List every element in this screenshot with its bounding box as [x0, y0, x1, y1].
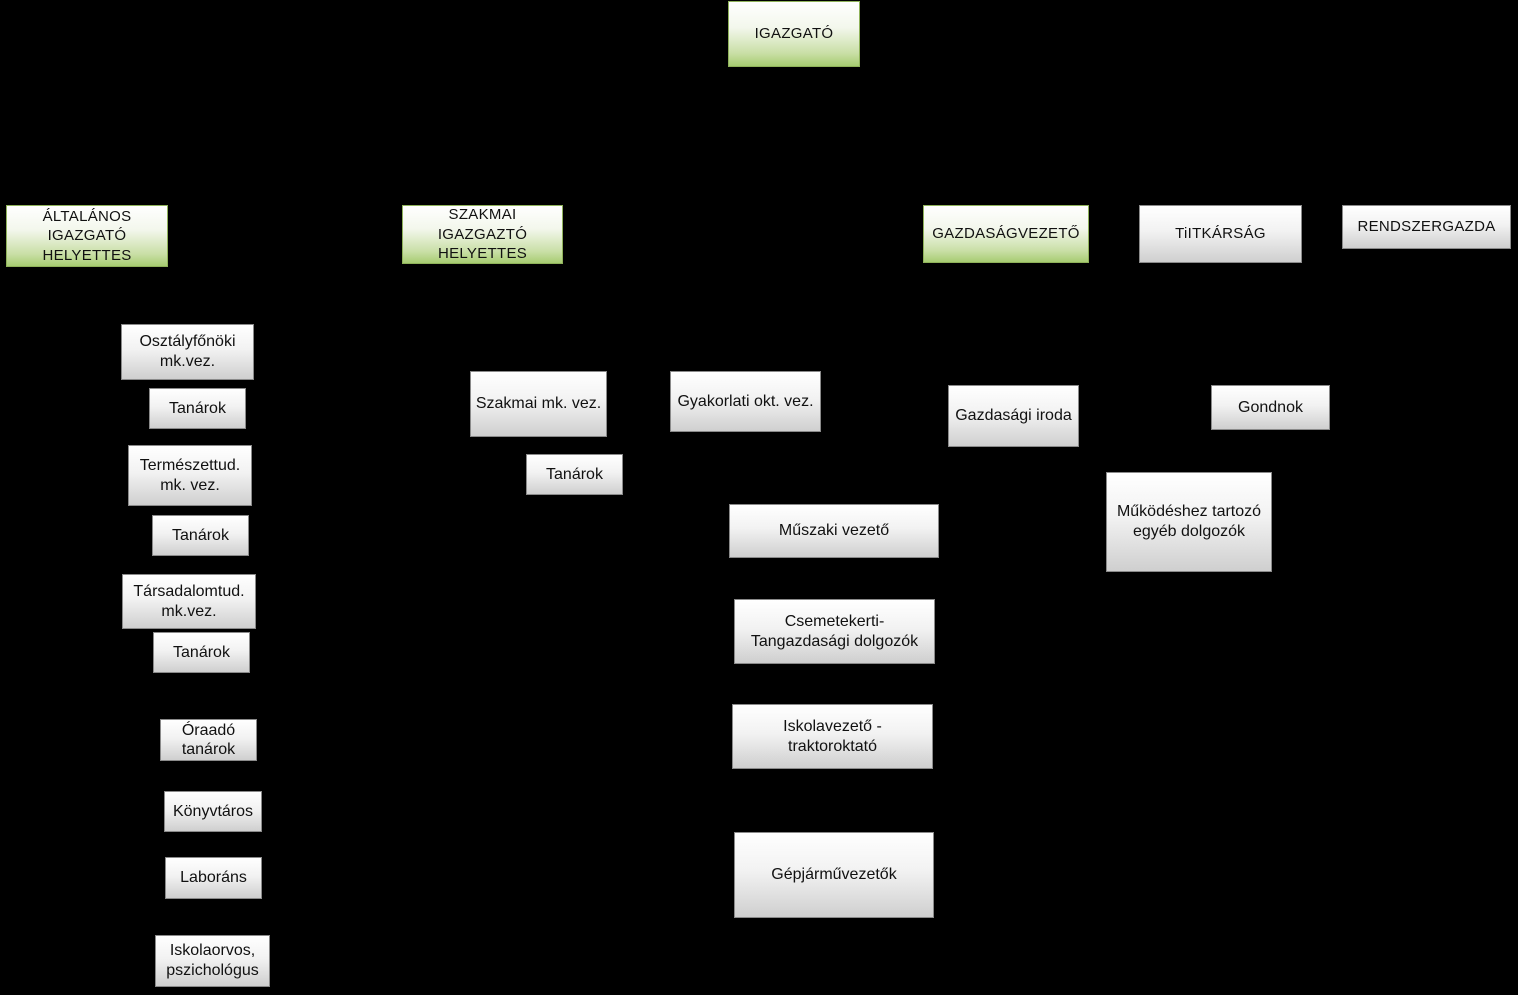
node-label: Iskolaorvos, pszichológus: [166, 942, 259, 979]
node-label: Szakmai mk. vez.: [475, 395, 602, 412]
node-csemetekerti-tangazdasagi-dolgozok: Csemetekerti- Tangazdasági dolgozók: [734, 599, 935, 664]
node-szakmai-igazgato-helyettes: SZAKMAI IGAZGAZTÓ HELYETTES: [402, 205, 563, 264]
node-igazgato: IGAZGATÓ: [728, 1, 860, 67]
node-label: Csemetekerti- Tangazdasági dolgozók: [750, 612, 919, 650]
node-label: Tanárok: [172, 526, 229, 544]
node-label: Laboráns: [180, 869, 247, 886]
node-tanarok-termeszettud: Tanárok: [152, 515, 249, 556]
node-termeszettud-mk-vez: Természettud. mk. vez.: [128, 445, 252, 506]
node-gondnok: Gondnok: [1211, 385, 1330, 430]
node-label: Óraadó tanárok: [181, 721, 236, 758]
node-altalanos-igazgato-helyettes: ÁLTALÁNOS IGAZGATÓ HELYETTES: [6, 205, 168, 267]
node-konyvtaros: Könyvtáros: [164, 791, 262, 832]
node-tarsadalomtud-mk-vez: Társadalomtud. mk.vez.: [122, 574, 256, 629]
node-gepjarmuvezetok: Gépjárművezetők: [734, 832, 934, 918]
node-gyakorlati-okt-vez: Gyakorlati okt. vez.: [670, 371, 821, 432]
node-label: Gépjárművezetők: [771, 866, 897, 883]
node-label: Gondnok: [1238, 398, 1303, 416]
node-label: Könyvtáros: [172, 802, 254, 820]
node-laborans: Laboráns: [165, 857, 262, 899]
node-label: Működéshez tartozó egyéb dolgozók: [1116, 503, 1262, 540]
node-gazdasagi-iroda: Gazdasági iroda: [948, 385, 1079, 447]
node-label: Gyakorlati okt. vez.: [677, 392, 814, 410]
node-tanarok-szakmai: Tanárok: [526, 454, 623, 495]
node-label: Tanárok: [169, 399, 226, 417]
node-oraado-tanarok: Óraadó tanárok: [160, 719, 257, 761]
node-label: GAZDASÁGVEZETŐ: [932, 224, 1080, 242]
node-label: Társadalomtud. mk.vez.: [133, 582, 245, 620]
node-label: Iskolavezető - traktoroktató: [783, 717, 882, 755]
node-titkarsag: TiITKÁRSÁG: [1139, 205, 1302, 263]
node-mukodeshez-tartozo-egyeb-dolgozok: Működéshez tartozó egyéb dolgozók: [1106, 472, 1272, 572]
node-szakmai-mk-vez: Szakmai mk. vez.: [470, 371, 607, 437]
node-rendszergazda: RENDSZERGAZDA: [1342, 205, 1511, 249]
node-label: Gazdasági iroda: [955, 407, 1072, 424]
node-label: Tanárok: [546, 465, 603, 483]
node-label: Természettud. mk. vez.: [139, 456, 241, 494]
node-osztalyfonoki-mk-vez: Osztályfőnöki mk.vez.: [121, 324, 254, 380]
node-label: RENDSZERGAZDA: [1357, 217, 1496, 235]
node-label: Műszaki vezető: [778, 522, 890, 539]
node-label: Osztályfőnöki mk.vez.: [139, 333, 236, 370]
node-iskolavezeto-traktoroktato: Iskolavezető - traktoroktató: [732, 704, 933, 769]
node-label: Tanárok: [173, 643, 230, 661]
node-label: IGAZGATÓ: [754, 24, 834, 42]
node-tanarok-osztalyfonoki: Tanárok: [149, 388, 246, 429]
node-label: SZAKMAI IGAZGAZTÓ HELYETTES: [437, 206, 528, 263]
node-label: TiITKÁRSÁG: [1175, 224, 1266, 242]
node-gazdasagvezeto: GAZDASÁGVEZETŐ: [923, 205, 1089, 263]
node-muszaki-vezeto: Műszaki vezető: [729, 504, 939, 558]
node-tanarok-tarsadalomtud: Tanárok: [153, 632, 250, 673]
node-label: ÁLTALÁNOS IGAZGATÓ HELYETTES: [42, 207, 132, 264]
node-iskolaorvos-pszichologus: Iskolaorvos, pszichológus: [155, 935, 270, 987]
